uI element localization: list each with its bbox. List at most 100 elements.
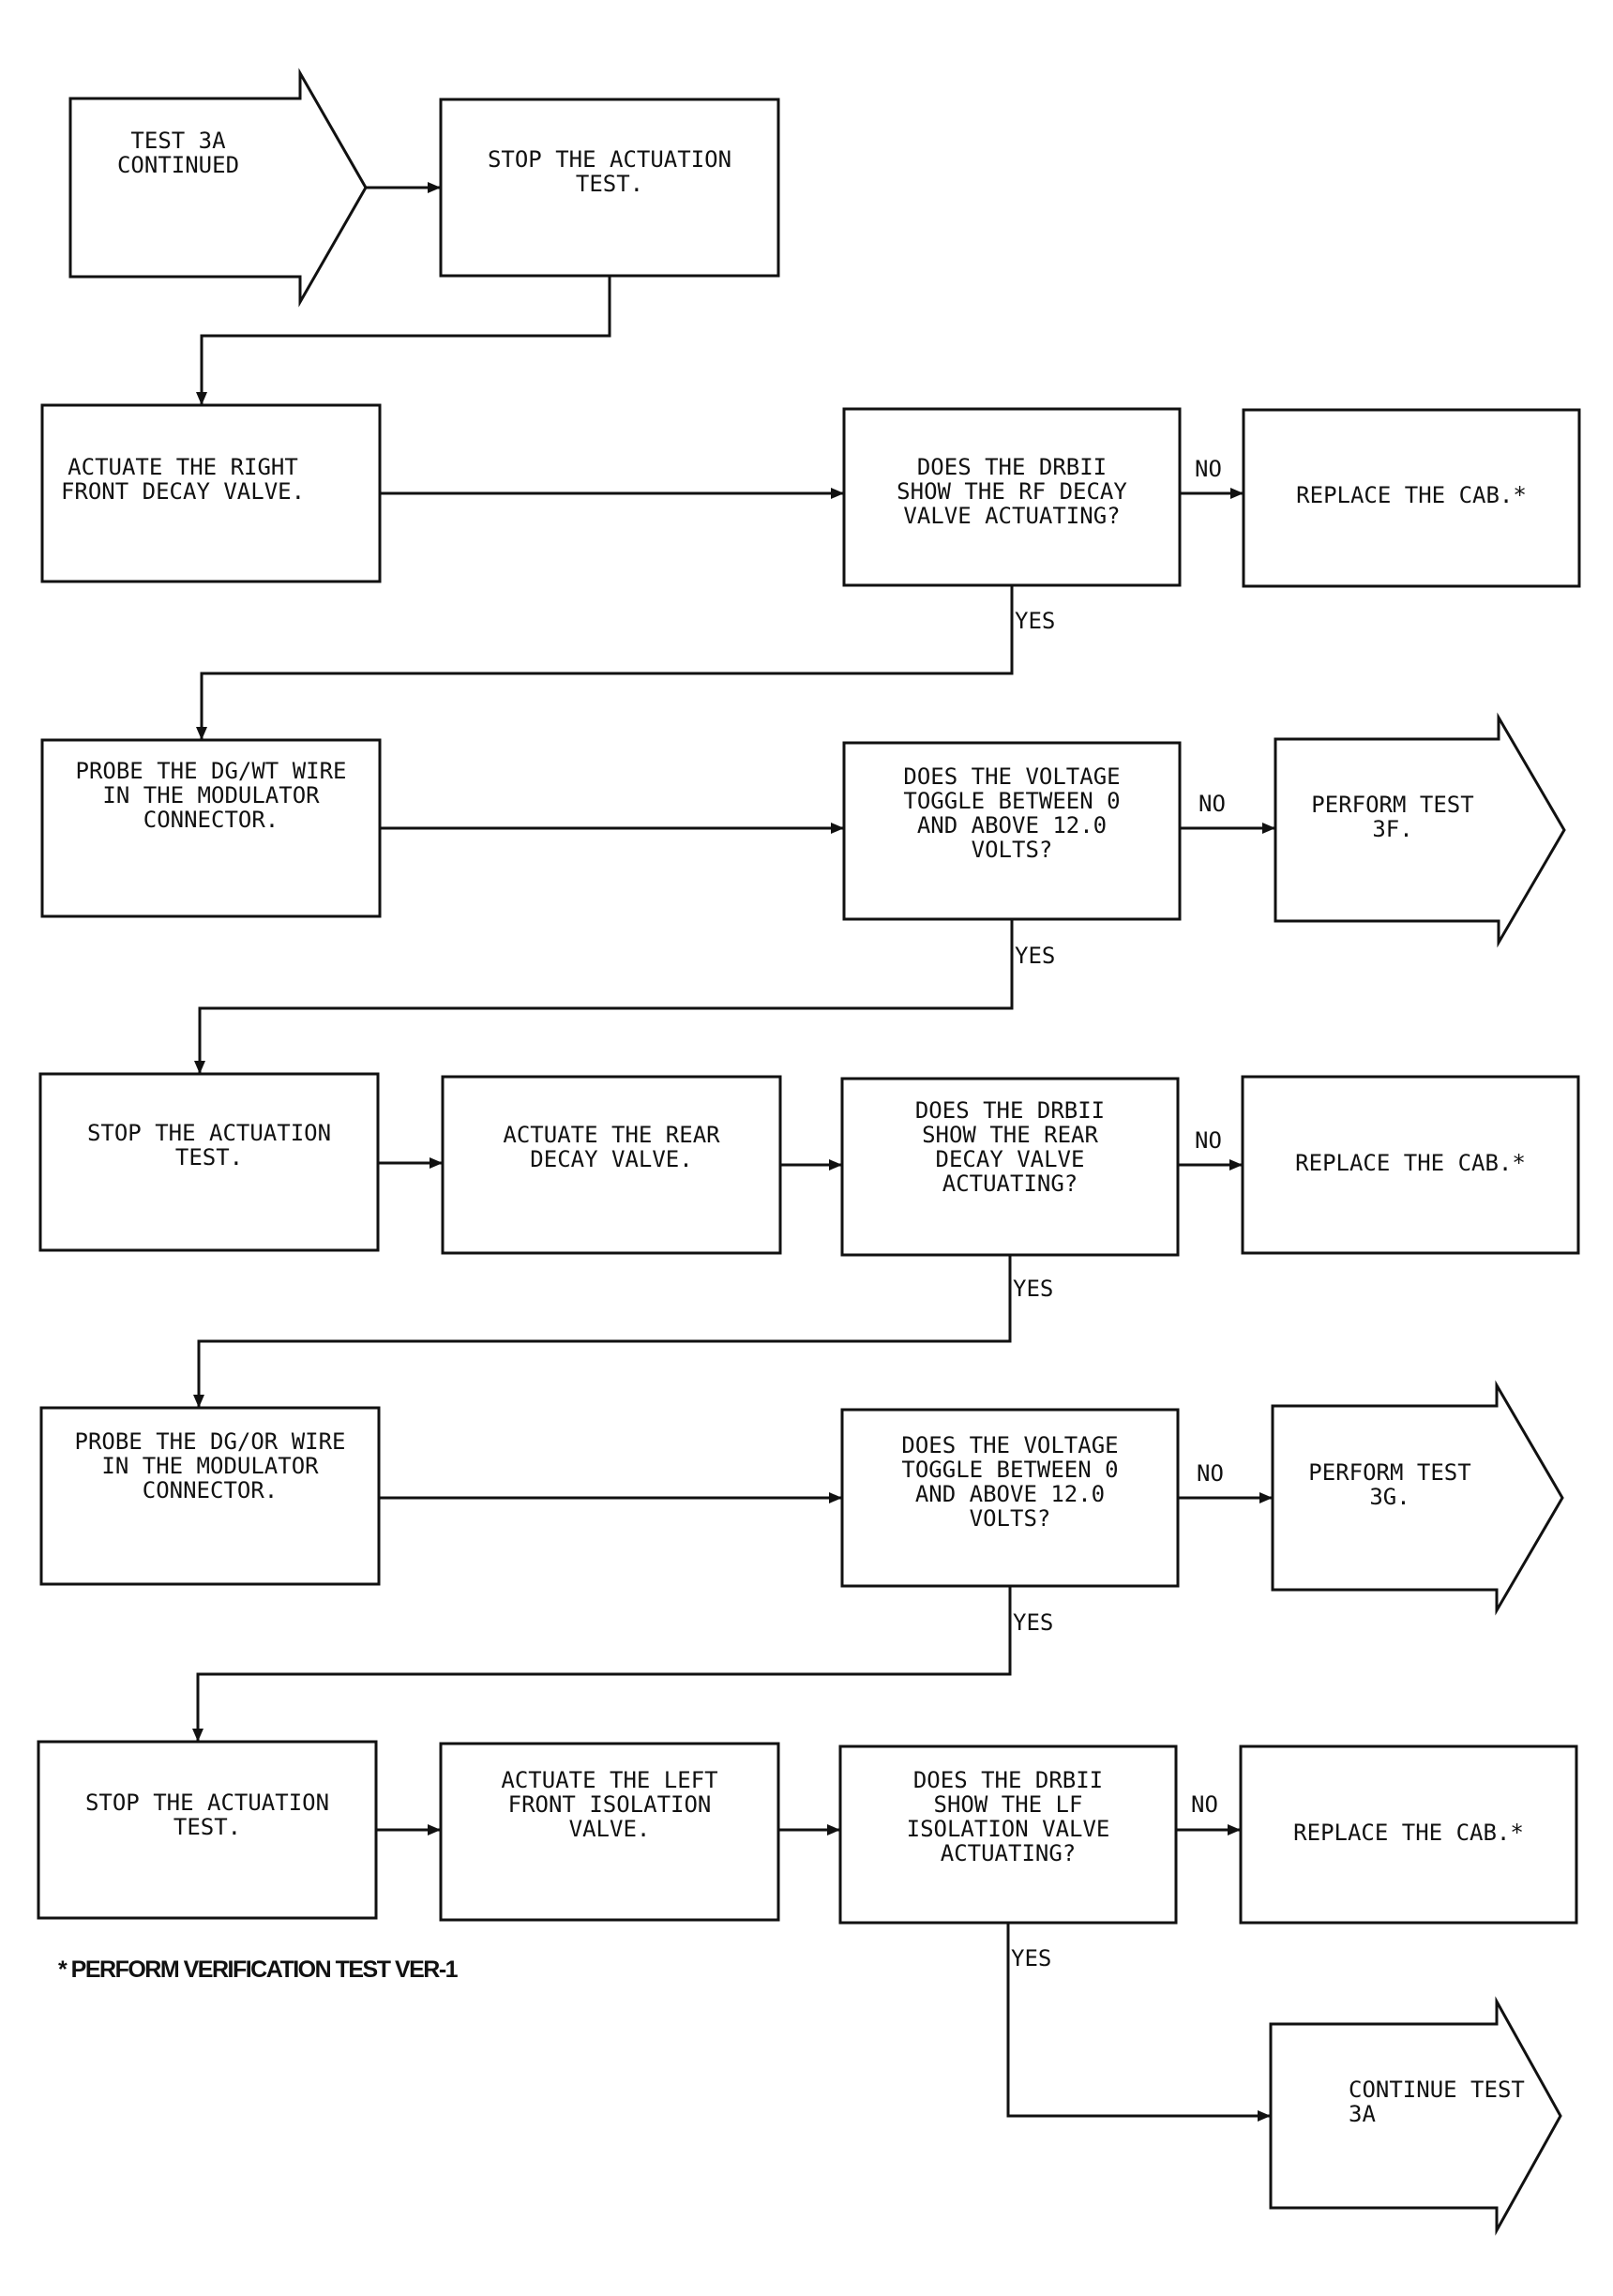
text-line: TEST. [576,171,643,197]
text-line: VOLTS? [972,837,1053,863]
edge-d4-o2 [1178,1492,1273,1503]
action-box [38,1072,380,1252]
text-line: REPLACE THE CAB.* [1293,1820,1524,1846]
text-line: VALVE. [569,1816,651,1842]
text-line: TOGGLE BETWEEN 0 [903,788,1120,814]
action-box [40,738,382,918]
text-line: DOES THE DRBII [913,1767,1103,1793]
arrowhead [193,1395,204,1408]
branch-label-no: NO [1191,1791,1218,1818]
edge-n4-n5 [378,1157,443,1169]
action-box [439,98,780,278]
text-line: REPLACE THE CAB.* [1295,1150,1526,1176]
connectors [192,182,1275,2122]
text-line: IN THE MODULATOR [101,1453,319,1479]
entry-arrow-shape [68,68,368,308]
edge-n7-n8 [376,1824,441,1835]
text-line: CONTINUE TEST [1349,2077,1525,2103]
branch-label-no: NO [1198,791,1226,817]
action-box [439,1742,780,1922]
text-line: SHOW THE LF [934,1791,1083,1818]
result-text: REPLACE THE CAB.* [1296,482,1527,508]
branch-label-yes: YES [1015,608,1055,634]
arrowhead [829,1159,842,1171]
text-line: 3A [1349,2101,1376,2127]
arrowhead [196,392,207,405]
edge-d2-n4 [194,919,1014,1074]
text-line: ACTUATE THE RIGHT [68,454,298,480]
branch-label-yes: YES [1013,1609,1053,1636]
branch-label-yes: YES [1011,1945,1051,1971]
text-line: TEST. [175,1144,243,1171]
text-line: CONNECTOR. [143,1477,279,1503]
arrowhead [827,1824,840,1835]
text-line: TEST. [173,1814,241,1840]
edge-start-n1 [366,182,441,193]
branch-label-yes: YES [1015,943,1055,969]
arrowhead [428,1824,441,1835]
text-line: DOES THE VOLTAGE [903,763,1120,790]
text-line: PROBE THE DG/WT WIRE [76,758,347,784]
action-box [40,403,382,583]
result-text: REPLACE THE CAB.* [1295,1150,1526,1176]
text-line: TEST 3A [130,128,226,154]
connector-line [198,919,1014,1074]
text-line: VALVE ACTUATING? [903,503,1120,529]
text-line: DECAY VALVE [936,1146,1085,1172]
edge-n2-d1 [380,488,844,499]
result-box [1241,1075,1580,1255]
edge-n8-d5 [778,1824,840,1835]
node-r3: REPLACE THE CAB.* [1239,1745,1578,1925]
connector-line [200,276,611,405]
arrowhead [1259,1492,1273,1503]
text-line: AND ABOVE 12.0 [915,1481,1105,1507]
connector-line [1006,1923,1271,2118]
result-box [1239,1745,1578,1925]
arrowhead [194,1061,205,1074]
connector-line [196,1586,1012,1742]
text-line: CONTINUED [117,152,239,178]
arrowhead [192,1729,204,1742]
text-line: DECAY VALVE. [530,1146,692,1172]
arrowhead [1230,488,1244,499]
arrowhead [430,1157,443,1169]
branch-label-no: NO [1195,1127,1222,1154]
exit-arrow-shape [1274,712,1566,948]
decision-box [840,1077,1180,1257]
text-line: STOP THE ACTUATION [87,1120,331,1146]
text-line: STOP THE ACTUATION [85,1790,329,1816]
arrowhead [831,488,844,499]
footnote: * PERFORM VERIFICATION TEST VER-1 [58,1956,459,1983]
text-line: AND ABOVE 12.0 [917,812,1107,838]
branch-label-no: NO [1195,456,1222,482]
text-line: ACTUATE THE LEFT [501,1767,717,1793]
text-line: DOES THE DRBII [917,454,1107,480]
node-r1: REPLACE THE CAB.* [1242,408,1581,588]
arrowhead [1262,823,1275,834]
edge-n3-d2 [380,823,844,834]
text-line: 3G. [1369,1484,1409,1510]
decision-box [838,1745,1178,1925]
branch-label-yes: YES [1013,1276,1053,1302]
action-box [39,1406,381,1586]
text-line: FRONT DECAY VALVE. [61,478,305,505]
